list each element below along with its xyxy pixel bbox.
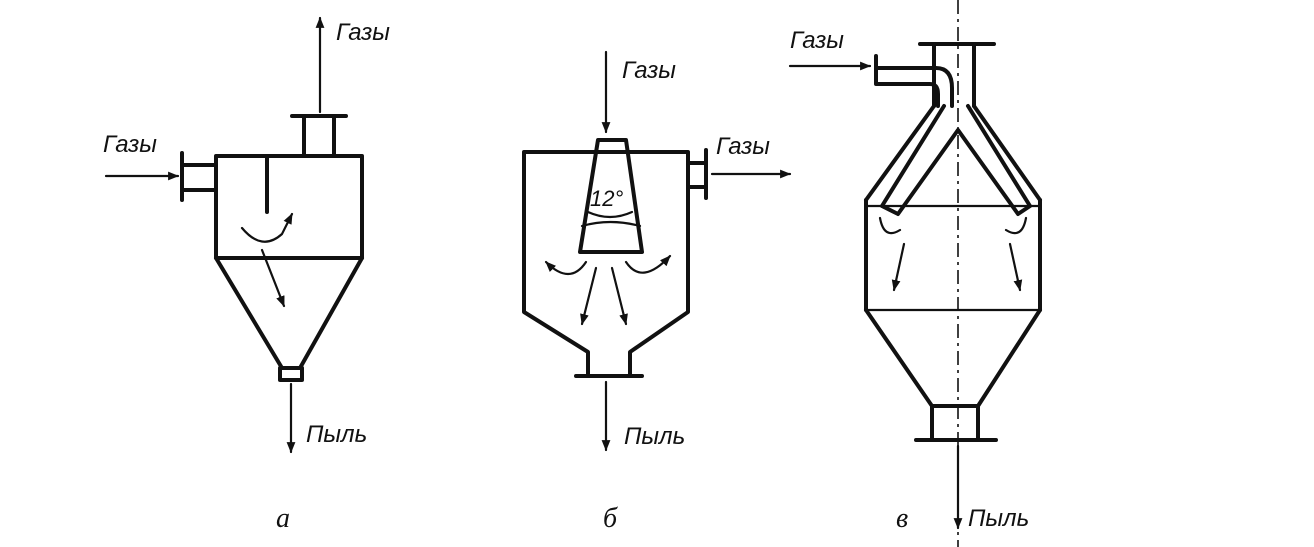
caption-c: в	[896, 503, 908, 534]
chamber-a-body	[214, 154, 364, 260]
chamber-b-settle-arrow-2	[610, 266, 628, 326]
chamber-a-gas-out-label: Газы	[336, 19, 390, 46]
chamber-b-swirl-right	[624, 254, 672, 274]
chamber-a: Газы Газы Пыль а	[103, 16, 390, 534]
chamber-b-gas-out-label: Газы	[716, 133, 770, 160]
chamber-a-outlet-pipe	[290, 114, 348, 158]
chamber-c-swirl-right	[1004, 216, 1028, 235]
chamber-b-outlet-pipe	[686, 148, 708, 200]
chamber-b-settle-arrow-1	[580, 266, 598, 326]
chamber-c-upper-cone	[864, 104, 1042, 202]
chamber-c: Газы Пыль в	[788, 0, 1042, 547]
chamber-b-swirl-left	[544, 260, 588, 276]
chamber-c-bottom-outlet	[914, 404, 998, 442]
chamber-a-cone	[214, 256, 364, 370]
chamber-a-gas-in-label: Газы	[103, 131, 157, 158]
chamber-c-gas-in-label: Газы	[790, 27, 844, 54]
chamber-c-lower-cone	[864, 308, 1042, 408]
chamber-c-inlet-pipe	[874, 54, 954, 108]
caption-b: б	[603, 503, 618, 534]
chamber-a-dust-label: Пыль	[306, 421, 367, 448]
chamber-c-distributor	[880, 104, 1032, 216]
chamber-b-angle-label: 12°	[590, 186, 623, 211]
chamber-a-settle-arrow	[260, 248, 286, 308]
chamber-c-dust-label: Пыль	[968, 505, 1029, 532]
chamber-b-inner-ring	[580, 220, 642, 228]
chamber-c-swirl-left	[878, 216, 902, 235]
chamber-b-angle-arc	[586, 210, 634, 219]
chamber-b: 12° Газы Газы Пыль б	[522, 50, 792, 534]
chamber-a-dust-outlet	[278, 366, 304, 382]
chamber-b-inner-tube	[578, 138, 644, 254]
chamber-c-settle-arrow-right	[1008, 242, 1023, 292]
chamber-a-inlet-pipe	[180, 151, 218, 202]
caption-a: а	[276, 503, 290, 534]
chamber-b-dust-label: Пыль	[624, 423, 685, 450]
chamber-c-cylinder	[864, 198, 1042, 312]
chamber-c-settle-arrow-left	[891, 242, 906, 292]
chamber-b-gas-in-label: Газы	[622, 57, 676, 84]
chamber-a-swirl-arrow	[240, 212, 294, 243]
chamber-b-body	[522, 150, 690, 378]
chamber-c-top-outlet	[918, 42, 996, 108]
